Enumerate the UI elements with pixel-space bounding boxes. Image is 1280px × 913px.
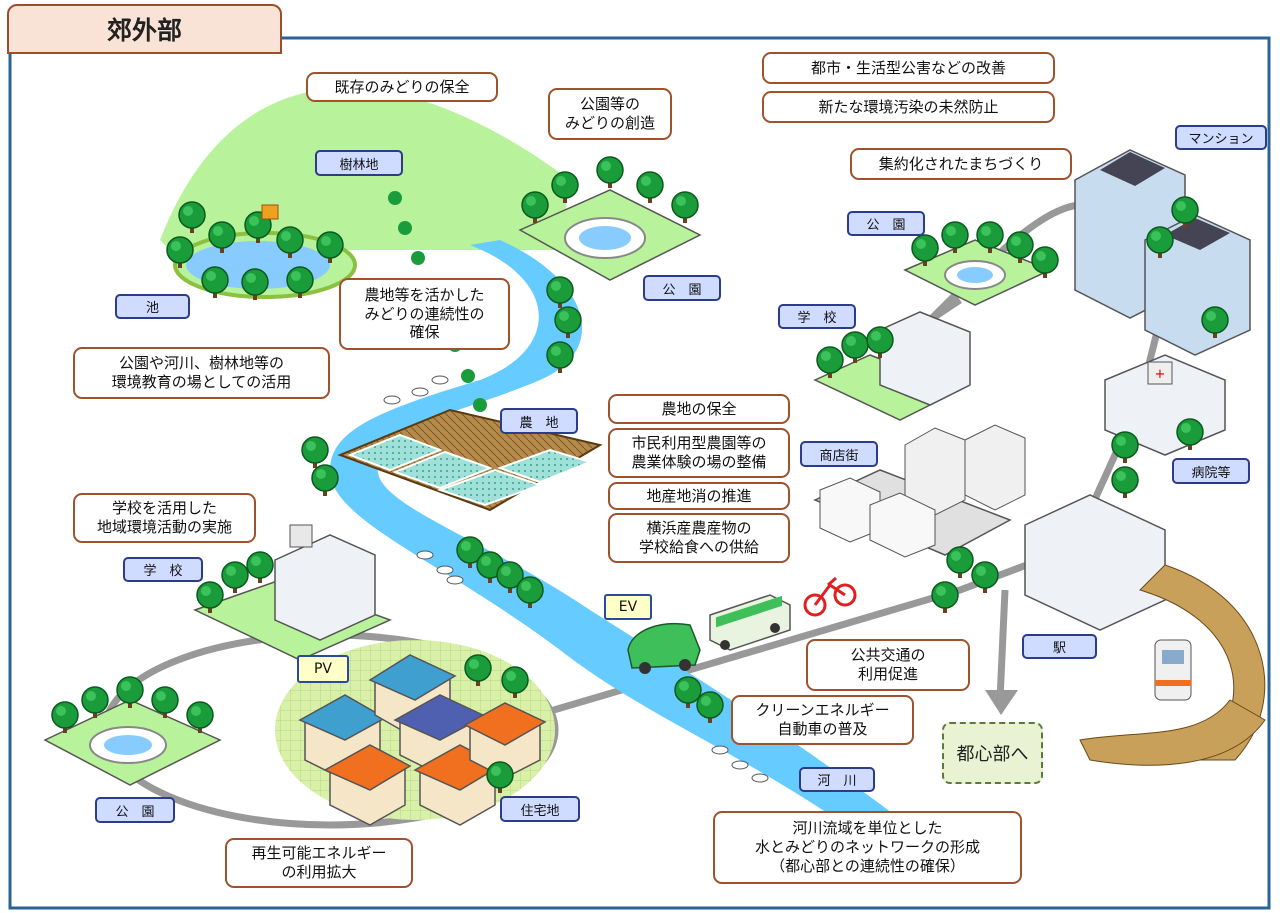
callout-education: 公園や河川、樹林地等の環境教育の場としての活用 bbox=[73, 347, 330, 399]
callout-text: 確保 bbox=[409, 323, 440, 342]
callout-text: クリーンエネルギー bbox=[755, 701, 890, 720]
downtown-road bbox=[996, 589, 1009, 701]
callout-text: 河川流域を単位とした bbox=[792, 819, 943, 838]
vehicles bbox=[627, 576, 857, 674]
callout-yokohama: 横浜産農産物の学校給食への供給 bbox=[608, 513, 790, 563]
svg-text:+: + bbox=[1155, 367, 1166, 382]
outer-frame bbox=[8, 36, 1271, 910]
callout-transit: 公共交通の利用促進 bbox=[806, 639, 970, 691]
tag-ev: EV bbox=[604, 594, 652, 620]
tag-pv: PV bbox=[297, 655, 349, 683]
callout-text: 自動車の普及 bbox=[777, 720, 868, 738]
callout-text: の利用拡大 bbox=[281, 863, 357, 881]
callout-pollution: 都市・生活型公害などの改善 bbox=[762, 52, 1055, 84]
callout-text: 環境教育の場としての活用 bbox=[111, 373, 292, 391]
callout-text: 農地等を活かした bbox=[364, 285, 485, 304]
fish bbox=[383, 375, 769, 783]
river-shape bbox=[330, 240, 940, 850]
tag-woodland: 樹林地 bbox=[315, 150, 403, 176]
callout-text: 公園や河川、樹林地等の bbox=[118, 354, 284, 373]
houses bbox=[298, 654, 547, 826]
callout-renewable: 再生可能エネルギーの利用拡大 bbox=[225, 838, 413, 888]
callout-text: 再生可能エネルギー bbox=[251, 844, 387, 863]
callout-text: 都市・生活型公害などの改善 bbox=[810, 58, 1006, 77]
tag-shopping: 商店街 bbox=[800, 441, 878, 467]
callout-text: 既存のみどりの保全 bbox=[334, 77, 470, 96]
tag-hospital: 病院等 bbox=[1172, 458, 1250, 484]
downtown-destination: 都心部へ bbox=[942, 722, 1043, 784]
callout-text: 公園等の bbox=[579, 95, 640, 114]
callout-text: みどりの連続性の bbox=[364, 304, 485, 323]
tag-school-left: 学 校 bbox=[123, 557, 203, 582]
callout-text: 農地の保全 bbox=[661, 399, 737, 418]
downtown-arrow bbox=[985, 690, 1018, 715]
callout-prevention: 新たな環境汚染の未然防止 bbox=[762, 91, 1055, 123]
callout-text: みどりの創造 bbox=[564, 114, 655, 132]
callout-farm-protect: 農地の保全 bbox=[608, 394, 790, 424]
callout-school: 学校を活用した地域環境活動の実施 bbox=[73, 493, 256, 543]
callout-local-consume: 地産地消の推進 bbox=[608, 482, 790, 510]
tag-station: 駅 bbox=[1022, 634, 1097, 659]
tag-park-mid: 公 園 bbox=[847, 211, 925, 236]
callout-text: （都心部との連続性の確保） bbox=[770, 856, 965, 875]
callout-text: 学校給食への供給 bbox=[638, 538, 759, 556]
tag-farmland: 農 地 bbox=[500, 408, 578, 434]
train bbox=[1154, 639, 1192, 701]
callout-park-create: 公園等のみどりの創造 bbox=[548, 88, 672, 140]
callout-clean-energy: クリーンエネルギー自動車の普及 bbox=[731, 695, 914, 745]
callout-text: 地産地消の推進 bbox=[646, 486, 752, 505]
page-title: 郊外部 bbox=[7, 4, 282, 54]
callout-text: 地域環境活動の実施 bbox=[96, 518, 232, 536]
callout-text: 公共交通の bbox=[850, 646, 926, 665]
tag-residential: 住宅地 bbox=[500, 796, 580, 822]
callout-existing-green: 既存のみどりの保全 bbox=[306, 72, 498, 102]
callout-text: 水とみどりのネットワークの形成 bbox=[754, 838, 980, 857]
station-building bbox=[1024, 494, 1166, 631]
tag-school-mid: 学 校 bbox=[778, 304, 856, 329]
callout-text: 集約化されたまちづくり bbox=[878, 154, 1044, 173]
callout-text: 学校を活用した bbox=[111, 499, 217, 518]
callout-text: 新たな環境汚染の未然防止 bbox=[818, 97, 999, 116]
callout-citizen-farm: 市民利用型農園等の農業体験の場の整備 bbox=[608, 428, 790, 478]
callout-text: 農業体験の場の整備 bbox=[631, 453, 767, 471]
callout-compact: 集約化されたまちづくり bbox=[850, 148, 1072, 180]
tag-pond: 池 bbox=[115, 294, 190, 319]
callout-farm-green: 農地等を活かしたみどりの連続性の確保 bbox=[339, 278, 510, 350]
school-mid-building bbox=[879, 311, 971, 406]
tag-park-top: 公 園 bbox=[643, 275, 721, 301]
school-left-building bbox=[274, 534, 376, 641]
callout-text: 利用促進 bbox=[857, 665, 918, 683]
callout-text: 横浜産農産物の bbox=[646, 519, 752, 538]
shrine bbox=[261, 204, 279, 220]
tag-mansion: マンション bbox=[1175, 125, 1267, 150]
tag-park-bottom: 公 園 bbox=[95, 797, 175, 823]
callout-river-network: 河川流域を単位とした水とみどりのネットワークの形成（都心部との連続性の確保） bbox=[713, 811, 1022, 884]
callout-text: 市民利用型農園等の bbox=[631, 434, 767, 453]
tag-river: 河 川 bbox=[799, 767, 875, 792]
